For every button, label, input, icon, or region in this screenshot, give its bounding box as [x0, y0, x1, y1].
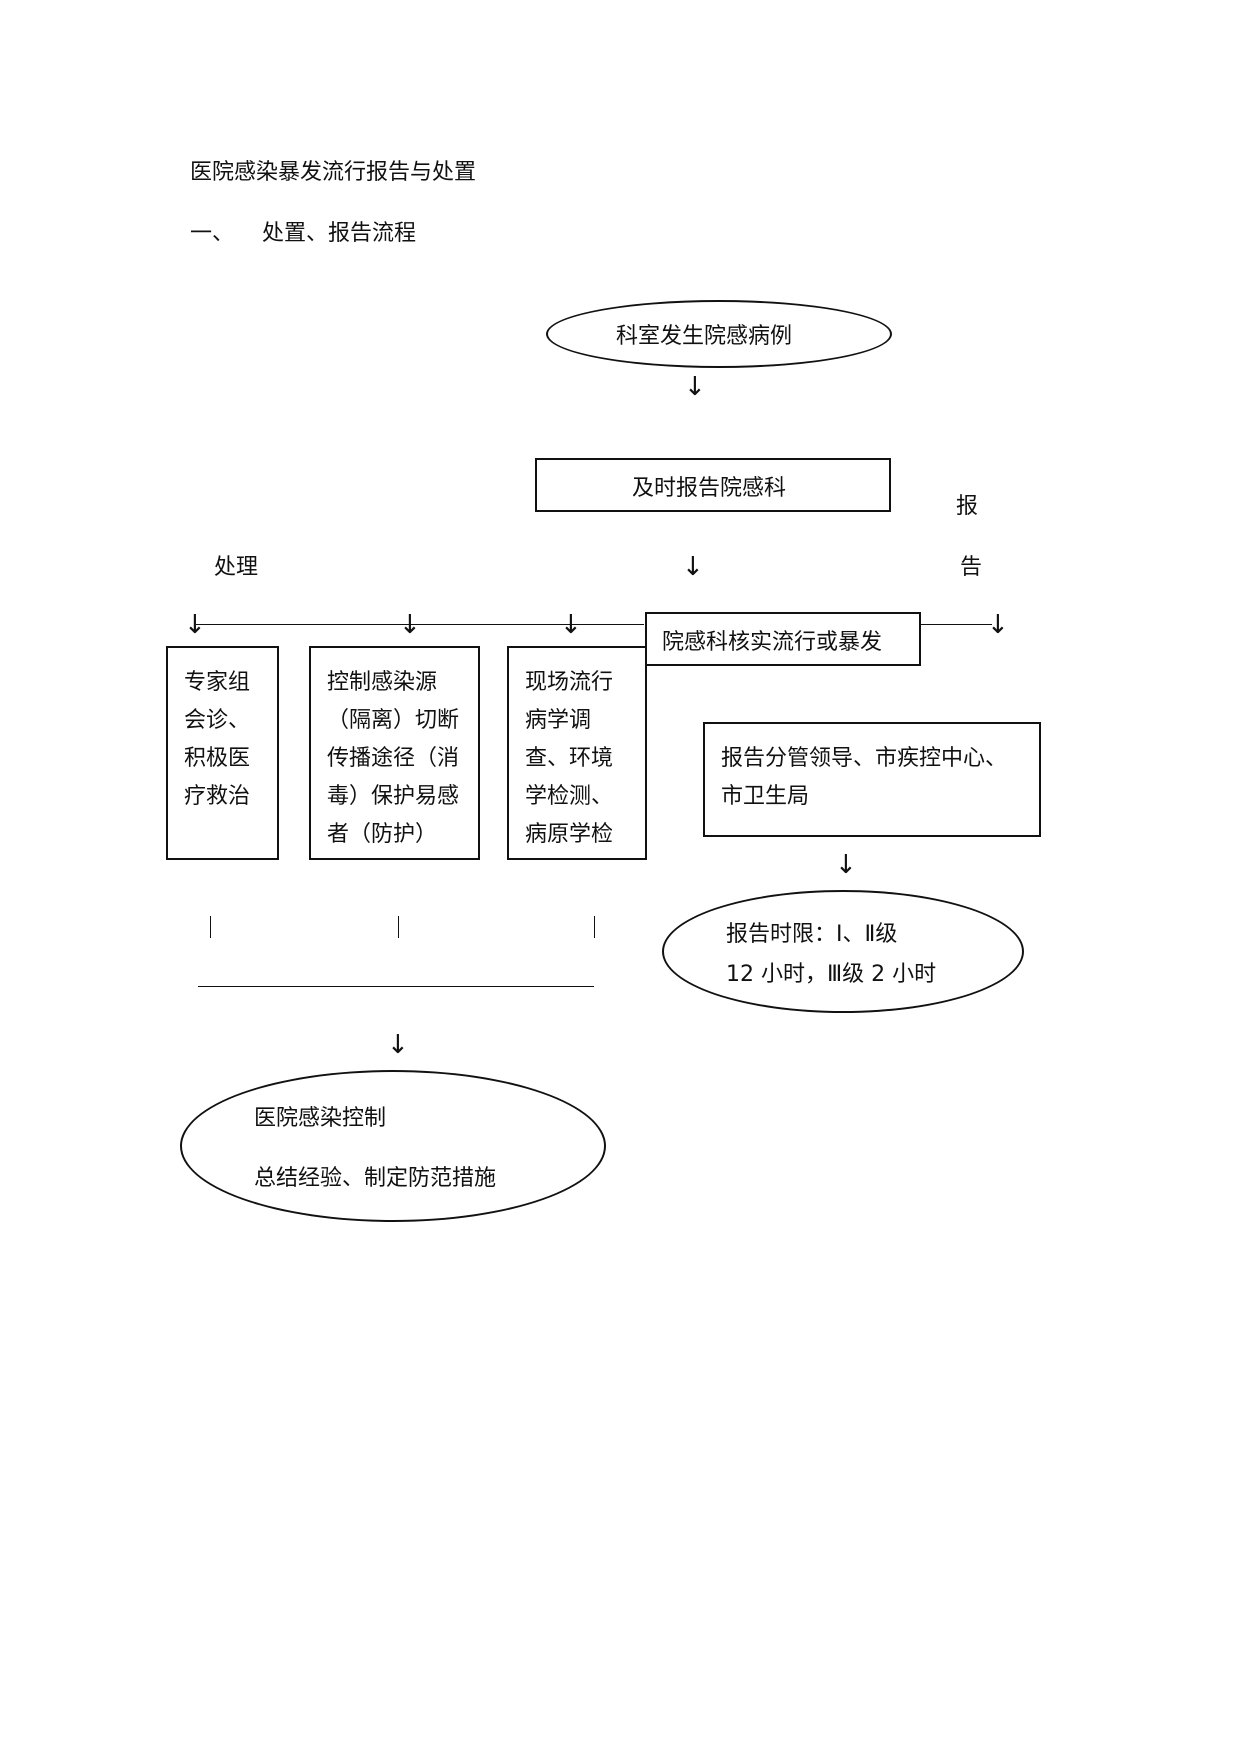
- start-label: 科室发生院感病例: [616, 324, 793, 349]
- arrow-to-report-box: ↓: [987, 610, 1009, 640]
- left-label-handle: 处理: [214, 555, 259, 580]
- action-box-3: 现场流行 病学调 查、环境 学检测、 病原学检: [507, 646, 647, 860]
- verify-label: 院感科核实流行或暴发: [662, 630, 883, 655]
- report-dept-label: 及时报告院感科: [632, 476, 787, 501]
- report-dept-box: [535, 458, 891, 512]
- action-3-line: 病原学检: [525, 822, 614, 847]
- action-box-1: 专家组 会诊、 积极医 疗救治: [166, 646, 279, 860]
- join-line: [198, 986, 594, 987]
- report-authorities-line: 报告分管领导、市疾控中心、: [721, 746, 1008, 771]
- verify-box: [645, 612, 921, 666]
- action-3-line: 查、环境: [525, 746, 614, 771]
- time-limit-line: 12 小时，Ⅲ级 2 小时: [726, 962, 937, 987]
- right-label-report-1: 报: [956, 494, 979, 519]
- right-label-report-2: 告: [960, 555, 983, 580]
- action-2-line: 传播途径（消: [327, 746, 460, 771]
- report-authorities-line: 市卫生局: [721, 784, 810, 809]
- action-2-line: （隔离）切断: [327, 708, 460, 733]
- outcome-ellipse: [180, 1070, 606, 1222]
- arrow-to-time-limit: ↓: [835, 850, 857, 880]
- action-2-line: 控制感染源: [327, 670, 438, 695]
- action-1-line: 会诊、: [184, 708, 251, 733]
- action-3-line: 现场流行: [525, 670, 614, 695]
- start-ellipse: [546, 300, 892, 368]
- action-box-2: 控制感染源 （隔离）切断 传播途径（消 毒）保护易感 者（防护）: [309, 646, 480, 860]
- section-number: 一、: [190, 221, 235, 246]
- time-limit-line: 报告时限：Ⅰ、Ⅱ级: [726, 922, 898, 947]
- time-limit-ellipse: [662, 890, 1024, 1013]
- arrow-to-verify: ↓: [682, 552, 704, 582]
- action-3-line: 学检测、: [525, 784, 614, 809]
- outcome-line: 医院感染控制: [254, 1106, 387, 1131]
- document-title: 医院感染暴发流行报告与处置: [190, 160, 477, 185]
- arrow-to-outcome: ↓: [387, 1030, 409, 1060]
- join-mark-1: [210, 916, 211, 938]
- action-1-line: 积极医: [184, 746, 251, 771]
- branch-line-right: [920, 624, 992, 625]
- join-mark-3: [594, 916, 595, 938]
- join-mark-2: [398, 916, 399, 938]
- action-2-line: 者（防护）: [327, 822, 438, 847]
- arrow-to-action-3: ↓: [560, 610, 582, 640]
- action-1-line: 疗救治: [184, 784, 251, 809]
- outcome-line: 总结经验、制定防范措施: [254, 1166, 497, 1191]
- arrow-to-report-dept: ↓: [684, 372, 706, 402]
- action-1-line: 专家组: [184, 670, 251, 695]
- section-heading: 处置、报告流程: [262, 221, 417, 246]
- arrow-to-action-1: ↓: [184, 610, 206, 640]
- report-authorities-box: 报告分管领导、市疾控中心、 市卫生局: [703, 722, 1041, 837]
- action-2-line: 毒）保护易感: [327, 784, 460, 809]
- branch-line-left: [196, 624, 644, 625]
- arrow-to-action-2: ↓: [399, 610, 421, 640]
- action-3-line: 病学调: [525, 708, 592, 733]
